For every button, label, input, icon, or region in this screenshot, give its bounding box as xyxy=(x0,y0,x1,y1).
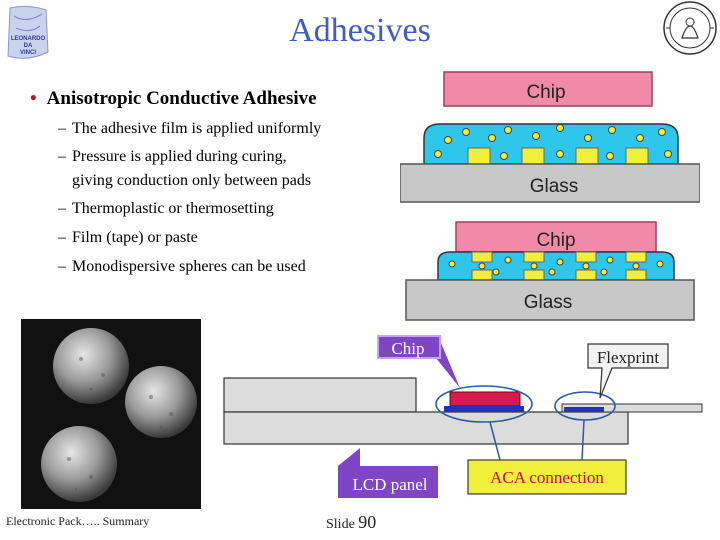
aca-callout-label: ACA connection xyxy=(490,468,604,487)
bullet-dot-icon: • xyxy=(30,88,37,109)
sub-bullet: –Thermoplastic or thermosetting xyxy=(58,200,274,218)
svg-text:LEONARDO: LEONARDO xyxy=(11,36,46,42)
bullet-label: Anisotropic Conductive Adhesive xyxy=(47,88,317,109)
svg-text:DA: DA xyxy=(24,43,33,49)
footer-left-text: Electronic Pack….. Summary xyxy=(6,514,149,529)
flexprint-callout-label: Flexprint xyxy=(597,348,660,367)
sub-bullet: –Monodispersive spheres can be used xyxy=(58,258,306,276)
aca-diagram-after: Chip Glass xyxy=(400,218,700,326)
slide-number: Slide 90 xyxy=(326,512,376,533)
sub-bullet-continuation: giving conduction only between pads xyxy=(72,172,311,190)
aca-diagram-before: Chip Glass xyxy=(400,68,700,208)
sub-bullet: –Pressure is applied during curing, xyxy=(58,148,287,166)
chip-label: Chip xyxy=(526,82,565,103)
glass-label: Glass xyxy=(524,292,573,313)
chip-connector xyxy=(444,406,524,412)
lcd-callout-label: LCD panel xyxy=(352,475,427,494)
sem-spheres-image xyxy=(21,319,201,509)
main-bullet: • Anisotropic Conductive Adhesive xyxy=(30,88,317,110)
svg-text:VINCI: VINCI xyxy=(20,50,36,56)
sub-bullet: –Film (tape) or paste xyxy=(58,229,198,247)
lcd-panel-diagram: Chip Flexprint LCD panel ACA connection xyxy=(210,330,710,508)
chip-block xyxy=(450,392,520,406)
page-title: Adhesives xyxy=(0,12,720,50)
leonardo-logo: LEONARDO DA VINCI xyxy=(4,4,52,66)
flex-connector xyxy=(564,407,604,412)
chip-label: Chip xyxy=(536,230,575,251)
university-seal-logo xyxy=(662,0,718,56)
sub-bullet: –The adhesive film is applied uniformly xyxy=(58,120,321,138)
chip-callout-label: Chip xyxy=(391,339,424,358)
glass-label: Glass xyxy=(530,176,579,197)
